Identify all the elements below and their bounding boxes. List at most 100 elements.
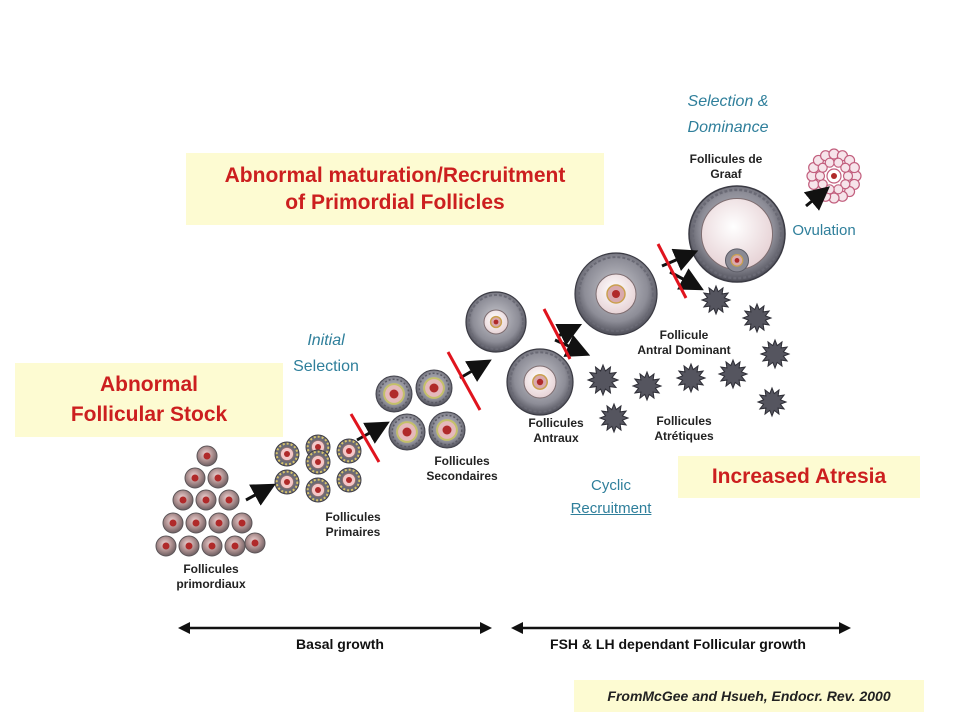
progression-arrow	[661, 248, 699, 271]
primordial-follicle	[224, 535, 246, 557]
primordial-line1: Follicules	[183, 562, 239, 576]
oocyte-nucleus	[191, 474, 199, 482]
oocyte-nucleus	[315, 444, 321, 450]
abnormal-stock-line1: Abnormal	[99, 373, 198, 396]
primary-follicle	[274, 469, 300, 495]
primordial-follicle	[162, 512, 184, 534]
antral-line2: Antraux	[533, 431, 579, 445]
cyclic-recruitment-line1: Cyclic	[591, 477, 631, 494]
corona-cell	[842, 170, 854, 182]
primordial-follicle	[178, 535, 200, 557]
primordial-follicle	[184, 467, 206, 489]
dominant-line2: Antral Dominant	[637, 343, 731, 357]
oocyte-nucleus	[346, 448, 352, 454]
atretic-follicle	[700, 284, 732, 316]
oocyte-nucleus	[225, 496, 233, 504]
oocyte-nucleus	[734, 258, 740, 263]
granulosa-cells	[378, 378, 410, 410]
primary-follicle	[305, 477, 331, 503]
granulosa-cells	[418, 372, 450, 404]
ovulation-label: Ovulation	[792, 222, 856, 239]
progression-arrow	[245, 483, 276, 506]
oocyte-nucleus	[208, 542, 216, 550]
atretic-follicle	[598, 402, 630, 434]
block-line	[656, 243, 688, 299]
oocyte-nucleus	[831, 173, 837, 179]
citation-box: FromMcGee and Hsueh, Endocr. Rev. 2000	[574, 680, 924, 712]
secondary-line1: Follicules	[434, 454, 490, 468]
corona-cell	[848, 161, 860, 174]
oocyte-nucleus	[202, 496, 210, 504]
basal-growth-arrow-right-head	[480, 622, 492, 634]
antral-follicle	[574, 252, 658, 336]
antral-follicle	[465, 291, 527, 353]
progression-arrow	[356, 421, 390, 444]
oocyte-nucleus	[231, 542, 239, 550]
primordial-follicle	[172, 489, 194, 511]
basal-growth-label: Basal growth	[296, 636, 384, 652]
graafian-follicle	[688, 185, 786, 283]
progression-arrow	[803, 186, 830, 211]
primordial-follicle	[244, 532, 266, 554]
dominant-label: Follicule Antral Dominant	[620, 328, 748, 358]
antral-line1: Follicules	[528, 416, 584, 430]
primordial-follicle	[207, 467, 229, 489]
primordial-label: Follicules primordiaux	[155, 562, 267, 592]
oocyte-nucleus	[429, 383, 439, 393]
selection-dominance-label: Selection & Dominance	[660, 89, 796, 141]
granulosa-cells	[275, 470, 299, 494]
oocyte-nucleus	[179, 496, 187, 504]
atretic-follicle	[586, 363, 620, 397]
corona-cell	[824, 157, 835, 168]
oocyte-nucleus	[238, 519, 246, 527]
oocyte-nucleus	[284, 479, 290, 485]
oocyte-nucleus	[169, 519, 177, 527]
atretic-follicle	[741, 302, 773, 334]
corona-cell	[840, 179, 851, 190]
granulosa-cells	[337, 439, 361, 463]
oocyte-nucleus	[346, 477, 352, 483]
initial-selection-label: Initial Selection	[270, 328, 382, 380]
atretic-follicle	[756, 386, 788, 418]
granulosa-cells	[306, 478, 330, 502]
oocyte-nucleus	[215, 519, 223, 527]
progression-arrow	[459, 359, 492, 382]
secondary-follicle	[428, 411, 466, 449]
oocyte-nucleus	[493, 319, 499, 325]
primordial-follicle	[155, 535, 177, 557]
selection-dominance-line1: Selection &	[687, 93, 769, 110]
granulosa-cells	[275, 442, 299, 466]
corona-cell	[817, 162, 828, 173]
citation-text: FromMcGee and Hsueh, Endocr. Rev. 2000	[607, 688, 891, 704]
secondary-label: Follicules Secondaires	[408, 454, 516, 484]
dependant-growth-arrow-right-head	[839, 622, 851, 634]
oocyte-nucleus	[315, 459, 321, 465]
primordial-follicle	[201, 535, 223, 557]
abnormal-maturation-box: Abnormal maturation/Recruitment of Primo…	[186, 153, 604, 225]
abnormal-maturation-line2: of Primordial Follicles	[285, 191, 505, 214]
primary-line1: Follicules	[325, 510, 381, 524]
atretic-follicle	[759, 338, 791, 370]
granulosa-cells	[306, 450, 330, 474]
primary-follicle	[336, 438, 362, 464]
basal-growth-arrow-left-head	[178, 622, 190, 634]
atretic-label: Follicules Atrétiques	[628, 414, 740, 444]
primary-label: Follicules Primaires	[300, 510, 406, 540]
initial-selection-line2: Selection	[293, 358, 359, 375]
corona-cell	[840, 162, 851, 173]
block-line	[542, 308, 572, 360]
primary-follicle	[274, 441, 300, 467]
oocyte-nucleus	[389, 389, 399, 399]
atretic-follicle	[675, 362, 707, 394]
secondary-follicle	[375, 375, 413, 413]
oocyte-nucleus	[192, 519, 200, 527]
progression-arrow	[554, 334, 591, 357]
atretic-line2: Atrétiques	[654, 429, 714, 443]
granulosa-cells	[337, 468, 361, 492]
ovulated-oocyte	[806, 148, 862, 204]
oocyte-nucleus	[315, 487, 321, 493]
secondary-follicle	[415, 369, 453, 407]
corona-cell	[817, 179, 828, 190]
graaf-line1: Follicules de	[689, 152, 763, 166]
dominant-line1: Follicule	[659, 328, 709, 342]
